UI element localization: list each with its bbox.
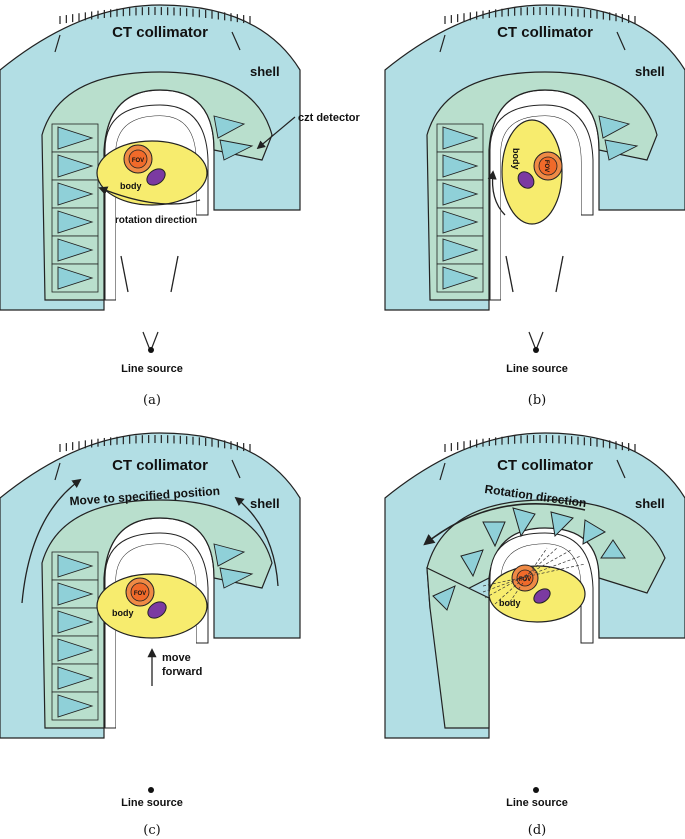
czt-detector-element	[219, 567, 254, 589]
rotation-arrow	[98, 186, 201, 205]
czt-detector-element	[57, 694, 94, 718]
svg-text:body: body	[499, 598, 521, 608]
czt-detector-element	[219, 139, 254, 161]
svg-text:FOV: FOV	[132, 158, 144, 164]
collimator-ticks	[439, 435, 636, 481]
czt-detector-element	[213, 543, 246, 567]
panel-c: FOV body Move to specified position move…	[0, 432, 301, 838]
svg-text:Line source: Line source	[121, 363, 183, 375]
organ	[517, 171, 535, 189]
czt-detector-pointer	[256, 116, 296, 150]
czt-detector-element	[213, 115, 246, 139]
detector-array-right	[598, 115, 639, 161]
line-source-dot	[533, 347, 539, 353]
caption-c: (c)	[143, 823, 160, 838]
svg-text:czt detector: czt detector	[298, 112, 360, 124]
line-source-dot	[533, 787, 539, 793]
svg-text:shell: shell	[250, 64, 280, 79]
body-phantom: FOV body	[501, 119, 563, 225]
collimator-divider	[439, 462, 446, 481]
svg-text:Line source: Line source	[506, 797, 568, 809]
svg-text:FOV: FOV	[134, 591, 146, 597]
czt-detector-element	[57, 210, 94, 234]
organ	[533, 588, 551, 604]
organ	[147, 601, 167, 619]
czt-detector-element	[57, 638, 94, 662]
czt-detector-element	[57, 266, 94, 290]
move-arrow-right	[234, 496, 279, 587]
svg-text:CT collimator: CT collimator	[112, 24, 208, 41]
czt-detector-element	[57, 154, 94, 178]
caption-d: (d)	[528, 823, 546, 838]
svg-text:forward: forward	[162, 666, 202, 678]
rotation-arrow	[423, 502, 586, 546]
svg-text:rotation direction: rotation direction	[115, 215, 197, 226]
fov-circle: FOV	[125, 577, 155, 607]
czt-detector-element	[442, 238, 479, 262]
line-source-dot	[148, 347, 154, 353]
svg-text:body: body	[112, 608, 134, 618]
svg-text:CT collimator: CT collimator	[112, 457, 208, 474]
czt-detector-element	[57, 666, 94, 690]
fov-circle: FOV	[533, 151, 563, 181]
svg-text:move: move	[162, 652, 191, 664]
rotation-arrow	[487, 170, 506, 216]
czt-detector-element	[442, 210, 479, 234]
detector-array-right	[213, 543, 254, 589]
czt-detector-element	[57, 182, 94, 206]
czt-detector-element	[57, 126, 94, 150]
czt-detector-element	[442, 182, 479, 206]
svg-text:shell: shell	[250, 496, 280, 511]
czt-detector-element	[57, 238, 94, 262]
organ	[146, 168, 166, 186]
collimator-divider	[231, 459, 241, 479]
line-source-dot	[148, 787, 154, 793]
collimator-divider	[54, 34, 61, 53]
czt-detector-element	[57, 610, 94, 634]
body-phantom: FOV body	[96, 140, 208, 206]
fov-circle: FOV	[123, 144, 153, 174]
panel-a: FOV body rotation direction czt detector…	[0, 4, 360, 408]
collimator-divider	[54, 462, 61, 481]
svg-text:Line source: Line source	[506, 363, 568, 375]
move-arrow-left	[21, 478, 82, 604]
body-phantom: FOV body	[96, 573, 208, 639]
body-phantom: FOV body	[482, 547, 586, 623]
collimator-divider	[616, 31, 626, 51]
svg-text:CT collimator: CT collimator	[497, 457, 593, 474]
czt-detector-element	[442, 126, 479, 150]
czt-detector-element	[57, 582, 94, 606]
czt-detector-element	[442, 266, 479, 290]
collimator-ticks	[54, 7, 251, 53]
czt-detector-element	[598, 115, 631, 139]
svg-text:Line source: Line source	[121, 797, 183, 809]
panel-b: FOV body CT collimator shell Line source…	[384, 4, 685, 408]
collimator-divider	[616, 459, 626, 479]
czt-detector-element	[442, 154, 479, 178]
svg-text:body: body	[511, 148, 521, 170]
detector-array-left	[51, 123, 99, 293]
svg-text:shell: shell	[635, 496, 665, 511]
collimator-ticks	[439, 7, 636, 53]
czt-detector-element	[604, 139, 639, 161]
caption-a: (a)	[143, 393, 161, 408]
detector-array-left	[436, 123, 484, 293]
detector-array-right	[213, 115, 254, 161]
collimator-divider	[439, 34, 446, 53]
projection-lines	[482, 547, 586, 607]
svg-text:FOV: FOV	[543, 160, 549, 172]
detector-array-rotated	[432, 507, 626, 611]
czt-detector-element	[57, 554, 94, 578]
collimator-ticks	[54, 435, 251, 481]
collimator-divider	[231, 31, 241, 51]
detector-array-left	[51, 551, 99, 721]
svg-text:CT collimator: CT collimator	[497, 24, 593, 41]
caption-b: (b)	[528, 393, 546, 408]
panel-d: FOV body Rotation direction CT collimato…	[384, 432, 685, 838]
svg-text:shell: shell	[635, 64, 665, 79]
svg-text:body: body	[120, 181, 142, 191]
